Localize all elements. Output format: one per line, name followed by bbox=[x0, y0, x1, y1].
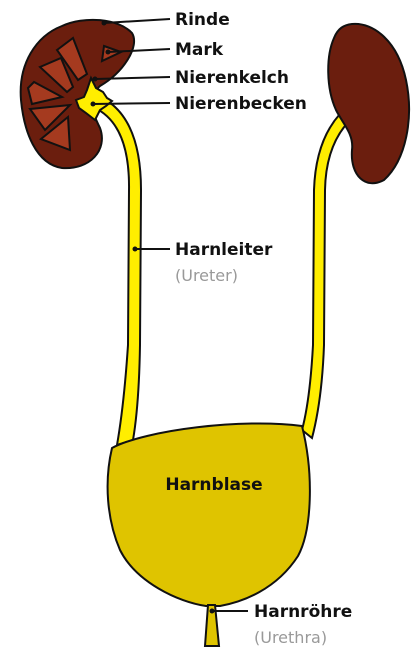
label-harnroehre-latin: (Urethra) bbox=[254, 628, 327, 647]
label-rinde: Rinde bbox=[175, 10, 230, 30]
harnleiter-dot bbox=[133, 247, 138, 252]
nierenkelch-dot bbox=[93, 77, 98, 82]
label-mark: Mark bbox=[175, 40, 224, 60]
rinde-leader bbox=[104, 19, 170, 23]
right-ureter bbox=[302, 103, 358, 438]
nierenbecken-dot bbox=[91, 102, 96, 107]
label-harnroehre: Harnröhre bbox=[254, 602, 352, 622]
label-harnleiter: Harnleiter bbox=[175, 240, 273, 260]
label-harnblase: Harnblase bbox=[165, 475, 262, 495]
label-harnleiter-latin: (Ureter) bbox=[175, 266, 238, 285]
harnroehre-dot bbox=[210, 609, 215, 614]
nierenbecken-leader bbox=[93, 103, 170, 104]
right-kidney bbox=[328, 24, 409, 183]
left-ureter bbox=[95, 100, 141, 445]
bladder bbox=[108, 423, 310, 606]
mark-dot bbox=[106, 50, 111, 55]
label-nierenkelch: Nierenkelch bbox=[175, 68, 289, 88]
label-nierenbecken: Nierenbecken bbox=[175, 94, 307, 114]
rinde-dot bbox=[102, 21, 107, 26]
